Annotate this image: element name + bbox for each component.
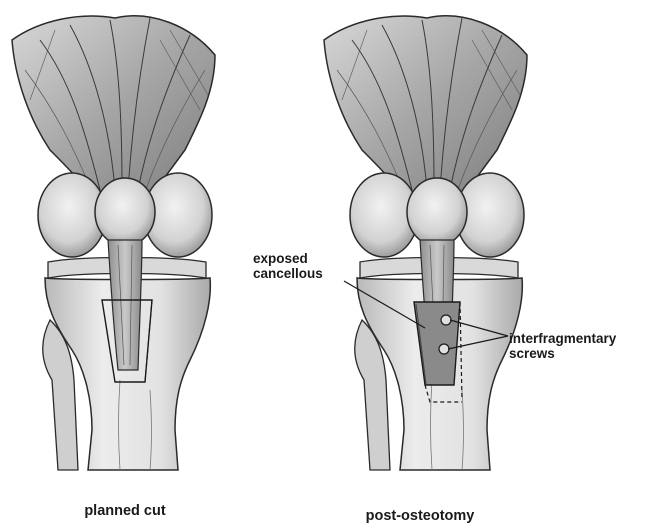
screw-icon	[439, 344, 449, 354]
post-osteotomy-caption: post-osteotomy	[335, 508, 505, 524]
exposed-cancellous-line-2: cancellous	[253, 266, 323, 281]
exposed-cancellous-line-1: exposed	[253, 251, 323, 266]
knee-right-post-osteotomy	[324, 16, 527, 470]
screw-icon	[441, 315, 451, 325]
exposed-cancellous-label: exposed cancellous	[253, 251, 323, 281]
planned-cut-caption: planned cut	[55, 503, 195, 519]
interfragmentary-screws-label: interfragmentary screws	[509, 331, 616, 361]
knee-left-planned	[12, 16, 215, 470]
interfragmentary-screws-line-1: interfragmentary	[509, 331, 616, 346]
interfragmentary-screws-line-2: screws	[509, 346, 616, 361]
